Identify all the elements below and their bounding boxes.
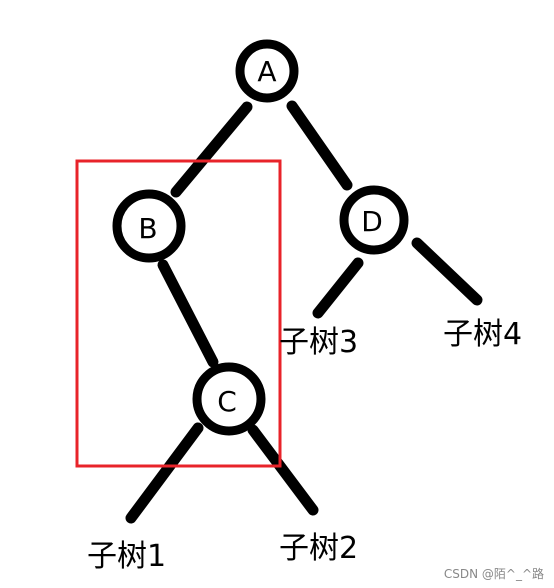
node-c: C (192, 362, 266, 436)
node-a: A (235, 39, 299, 103)
node-d-label: D (361, 205, 383, 238)
edge-b-c (157, 259, 219, 368)
edge-a-b (170, 101, 253, 198)
edge-d-s3 (312, 257, 364, 319)
node-b-label: B (138, 212, 157, 245)
leaf-s4-label: 子树4 (443, 317, 522, 352)
edge-c-s1 (125, 422, 204, 524)
leaf-s1-label: 子树1 (87, 539, 166, 574)
node-b: B (112, 189, 186, 263)
edge-a-d (286, 100, 353, 191)
highlight-box (75, 159, 282, 468)
node-c-label: C (217, 385, 237, 418)
leaf-s2-label: 子树2 (279, 531, 358, 566)
node-d: D (339, 185, 409, 255)
watermark: CSDN @陌^_^路 (444, 566, 544, 581)
edge-c-s2 (247, 424, 319, 516)
edge-d-s4 (411, 237, 483, 306)
node-a-label: A (257, 55, 276, 88)
leaf-s3-label: 子树3 (279, 325, 358, 360)
